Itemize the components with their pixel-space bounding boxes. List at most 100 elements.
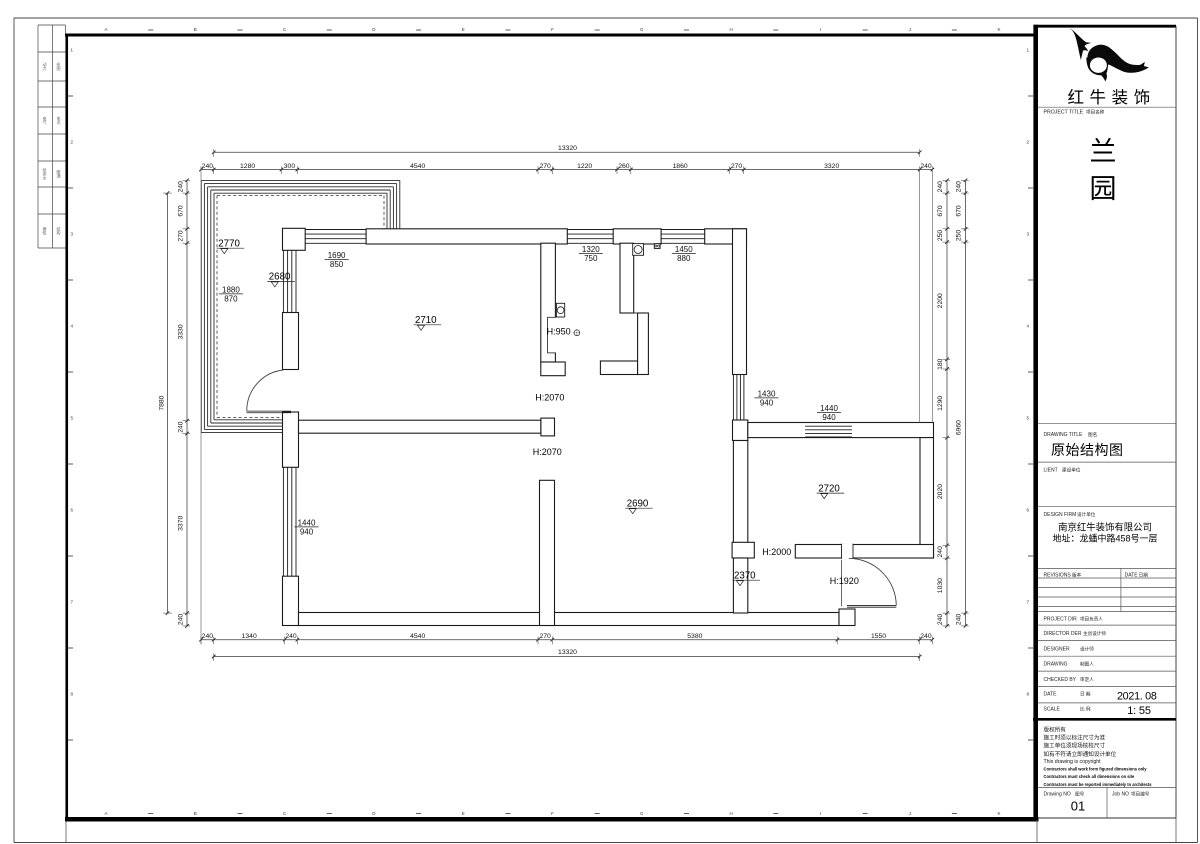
svg-text:4540: 4540 [410,633,425,640]
svg-text:C: C [283,27,287,32]
svg-text:F: F [551,811,554,816]
svg-text:250: 250 [937,230,944,242]
svg-text:240: 240 [920,633,932,640]
svg-text:兰: 兰 [1090,137,1117,167]
svg-text:940: 940 [822,413,836,422]
svg-text:3: 3 [71,232,74,237]
svg-text:2680: 2680 [269,272,291,283]
svg-text:1: 1 [71,48,74,53]
svg-text:项目编号: 项目编号 [1131,790,1150,797]
svg-text:2710: 2710 [415,315,437,326]
svg-text:8: 8 [1026,692,1029,697]
svg-text:2: 2 [71,140,74,145]
svg-text:750: 750 [584,254,598,263]
svg-text:施工单位须现场核校尺寸: 施工单位须现场核校尺寸 [1044,742,1106,750]
svg-text:日 期: 日 期 [1080,692,1091,698]
svg-text:7: 7 [71,600,74,605]
svg-text:版本: 版本 [1072,571,1082,578]
svg-text:Contractors must check all dim: Contractors must check all dimensions on… [1044,774,1135,779]
svg-text:绘图: 绘图 [57,61,62,71]
svg-text:2370: 2370 [734,570,756,581]
svg-text:850: 850 [330,260,344,269]
svg-text:180: 180 [937,358,944,370]
svg-text:1290: 1290 [937,396,944,411]
svg-text:H:2000: H:2000 [762,547,791,557]
svg-text:DESIGN FIRM: DESIGN FIRM [1044,512,1077,518]
svg-text:动力: 动力 [43,61,48,71]
svg-text:设计单位: 设计单位 [1077,511,1096,518]
svg-text:版权所有: 版权所有 [1044,726,1067,734]
svg-text:1340: 1340 [242,633,257,640]
svg-text:1880: 1880 [222,285,240,294]
svg-text:5: 5 [71,416,74,421]
svg-text:240: 240 [202,633,214,640]
svg-text:240: 240 [937,181,944,193]
svg-text:01: 01 [1071,799,1085,814]
svg-text:I: I [820,811,821,816]
svg-text:7880: 7880 [158,395,165,410]
svg-text:南京红牛装饰有限公司: 南京红牛装饰有限公司 [1058,522,1152,533]
svg-text:3330: 3330 [177,324,184,339]
svg-text:LIENT: LIENT [1044,468,1058,474]
svg-text:2200: 2200 [937,293,944,308]
svg-text:J: J [909,811,911,816]
svg-text:红: 红 [1067,88,1084,107]
svg-text:F: F [551,27,554,32]
svg-text:DRAWING: DRAWING [1044,662,1068,668]
svg-text:H: H [729,811,732,816]
svg-text:H:950: H:950 [547,326,571,336]
svg-text:如有不符请立即通知设计单位: 如有不符请立即通知设计单位 [1044,750,1117,758]
svg-text:13320: 13320 [558,145,577,152]
svg-text:SCALE: SCALE [1044,706,1061,712]
svg-text:图名: 图名 [1088,431,1097,438]
svg-text:240: 240 [955,614,962,626]
svg-text:B: B [194,811,197,816]
svg-text:2690: 2690 [627,498,649,509]
svg-text:H:2070: H:2070 [533,447,562,457]
svg-text:牛: 牛 [1090,88,1107,107]
svg-text:主创设计师: 主创设计师 [1083,630,1106,637]
svg-text:结构: 结构 [57,226,62,236]
svg-text:1860: 1860 [673,163,688,170]
svg-text:260: 260 [618,163,630,170]
svg-text:审定人: 审定人 [1080,676,1094,683]
svg-text:制图人: 制图人 [1080,661,1094,668]
svg-text:H: H [729,27,732,32]
svg-text:PROJECT TITLE: PROJECT TITLE [1044,110,1084,116]
svg-text:B: B [194,27,197,32]
svg-text:REVISIONS: REVISIONS [1044,572,1072,578]
svg-text:给排水: 给排水 [43,167,48,180]
svg-text:电讯: 电讯 [57,115,62,125]
svg-text:4: 4 [1026,324,1029,329]
svg-text:270: 270 [177,230,184,242]
svg-text:8: 8 [71,692,74,697]
svg-text:DESIGNER: DESIGNER [1044,647,1071,653]
svg-text:1320: 1320 [582,245,600,254]
svg-text:Contractors must be reported i: Contractors must be reported immediately… [1044,782,1153,787]
svg-text:6: 6 [71,508,74,513]
svg-text:1430: 1430 [758,389,776,398]
svg-text:670: 670 [937,205,944,217]
svg-text:1: 1 [1026,48,1029,53]
svg-text:A: A [104,27,107,32]
svg-text:饰: 饰 [1134,88,1151,107]
svg-text:G: G [640,811,644,816]
svg-text:CHECKED BY: CHECKED BY [1044,677,1077,683]
svg-text:1690: 1690 [328,251,346,260]
svg-text:240: 240 [202,163,214,170]
svg-text:Contractors shall work form fi: Contractors shall work form figured dime… [1044,767,1148,772]
svg-text:D: D [372,811,376,816]
svg-text:建筑: 建筑 [43,226,48,236]
svg-text:比 例: 比 例 [1080,705,1091,712]
svg-text:施工时须以标注尺寸为准: 施工时须以标注尺寸为准 [1044,734,1106,742]
svg-text:日期: 日期 [1139,572,1149,578]
svg-text:园: 园 [1090,174,1117,204]
svg-text:240: 240 [955,181,962,193]
svg-text:940: 940 [300,528,314,537]
svg-text:6: 6 [1026,508,1029,513]
svg-text:1280: 1280 [240,163,255,170]
svg-text:地址：龙蟠中路458号一层: 地址：龙蟠中路458号一层 [1052,533,1157,544]
svg-text:2720: 2720 [818,483,840,494]
svg-text:300: 300 [284,163,296,170]
svg-text:DIRECTOR DER: DIRECTOR DER [1044,631,1082,637]
